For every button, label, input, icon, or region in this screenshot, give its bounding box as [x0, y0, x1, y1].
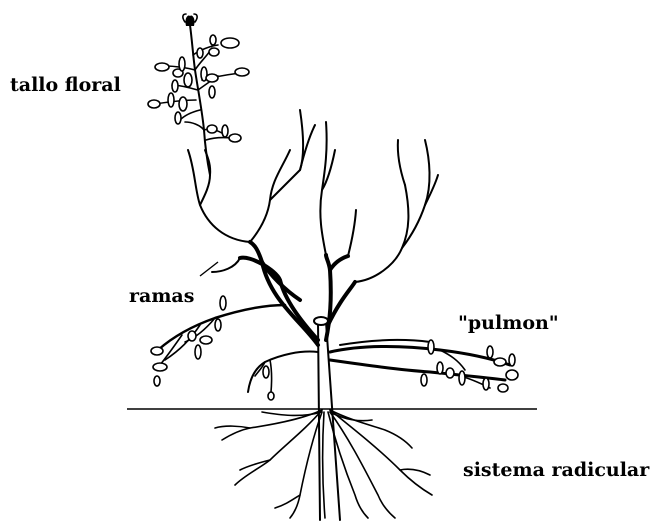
label-lung: "pulmon": [458, 314, 559, 333]
main-trunk: [314, 317, 340, 520]
main-branches: [240, 242, 355, 345]
root-system: [215, 410, 432, 518]
lower-shoots: [248, 352, 318, 400]
label-branches: ramas: [129, 287, 194, 306]
label-floral-stalk: tallo floral: [10, 76, 121, 95]
label-root-system: sistema radicular: [463, 461, 649, 480]
ramas-leader-line: [200, 262, 218, 276]
right-lateral-branches: [330, 340, 518, 392]
